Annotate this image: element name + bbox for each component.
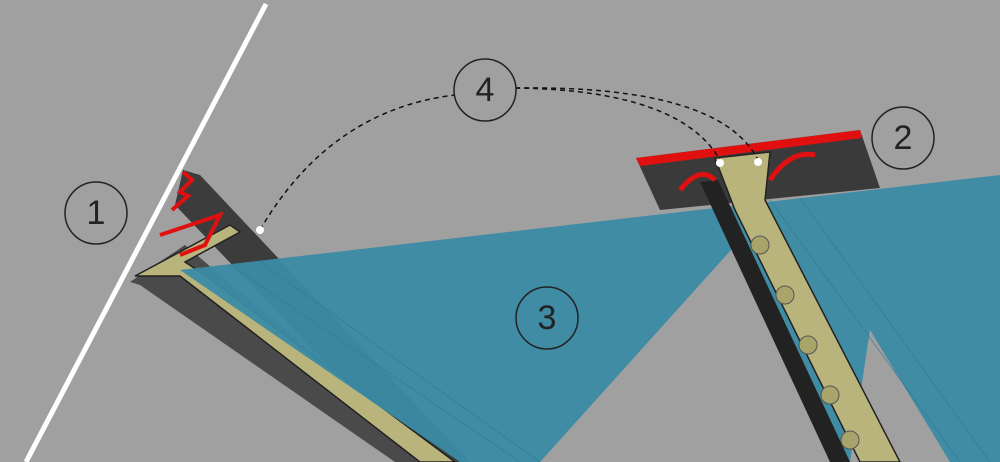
leader-4-right-b [514,87,759,161]
right-gasket-clips [678,151,816,192]
left-gasket-lower [159,211,224,257]
right-profile-spine [700,180,850,462]
callout-label: 1 [87,194,106,232]
right-insert-beads [750,235,860,450]
callout-label: 3 [538,299,557,337]
callout-4: 4 [453,58,517,122]
leader-dot [754,158,762,166]
leader-4-right-a [514,87,721,161]
callout-2: 2 [871,106,935,170]
callout-1: 1 [64,181,128,245]
leader-dot [716,159,724,167]
glass-reflections [229,197,991,462]
callout-label: 4 [476,71,495,109]
right-insert [713,151,901,462]
callout-label: 2 [894,119,913,157]
callout-3: 3 [515,286,579,350]
left-gasket [170,170,195,212]
right-gasket-top [636,130,862,166]
leader-4-left [259,94,456,231]
leader-dot [256,226,264,234]
wall-line [23,2,269,462]
glass-panel [180,175,1000,462]
